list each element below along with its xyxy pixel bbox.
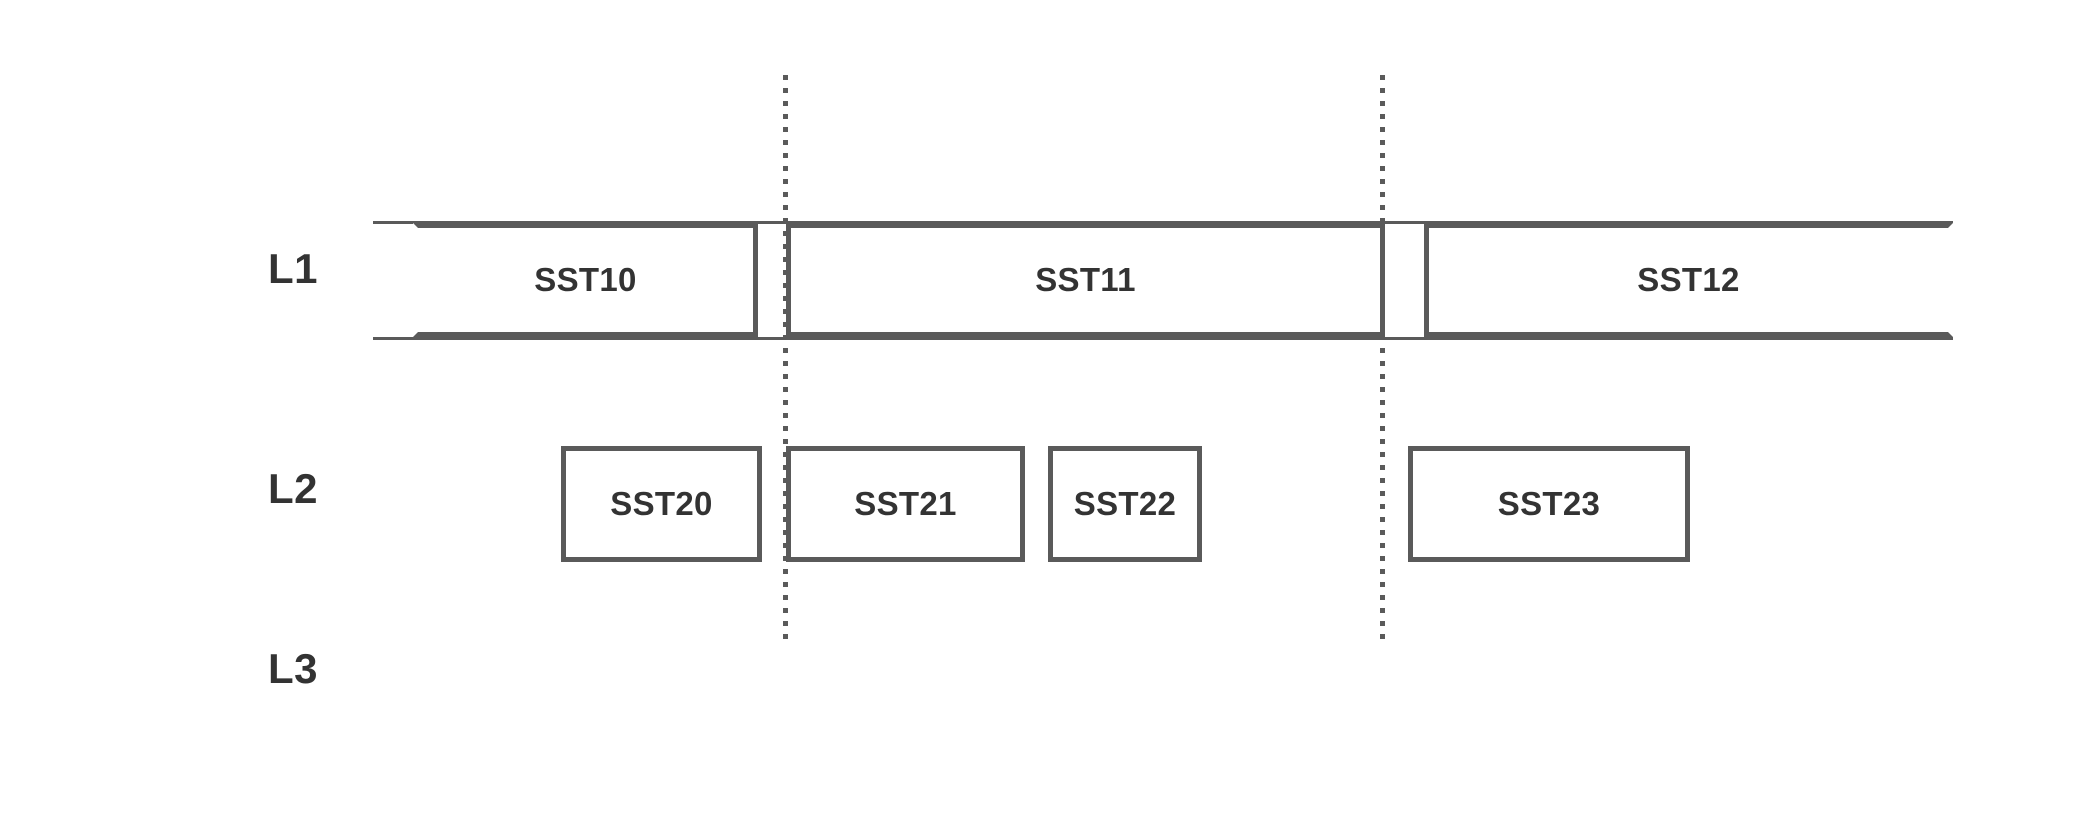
sstable-box-sst11[interactable]: SST11 bbox=[786, 223, 1385, 337]
sstable-box-sst20[interactable]: SST20 bbox=[561, 446, 762, 562]
sstable-box-sst22[interactable]: SST22 bbox=[1048, 446, 1202, 562]
level-label-l2: L2 bbox=[268, 465, 319, 512]
sstable-box-sst12[interactable]: SST12 bbox=[1424, 223, 1953, 337]
sstable-box-sst10[interactable]: SST10 bbox=[413, 223, 758, 337]
sstable-box-sst21[interactable]: SST21 bbox=[786, 446, 1025, 562]
sstable-label: SST11 bbox=[1035, 261, 1136, 298]
boundary-line-key-boundary-right bbox=[1380, 75, 1385, 645]
guide-rail-l1-rail-bottom bbox=[373, 337, 1953, 340]
boundary-line-key-boundary-left bbox=[783, 75, 788, 645]
sstable-label: SST10 bbox=[534, 261, 637, 298]
sstable-label: SST20 bbox=[610, 485, 713, 522]
sstable-label: SST23 bbox=[1497, 485, 1601, 522]
sstable-label: SST12 bbox=[1637, 261, 1740, 298]
level-label-l1: L1 bbox=[268, 245, 319, 292]
level-label-l3: L3 bbox=[268, 645, 319, 692]
sstable-label: SST22 bbox=[1073, 485, 1177, 522]
sstable-label: SST21 bbox=[854, 485, 957, 522]
guide-rail-l1-rail-top bbox=[373, 221, 1953, 224]
sstable-box-sst23[interactable]: SST23 bbox=[1408, 446, 1690, 562]
